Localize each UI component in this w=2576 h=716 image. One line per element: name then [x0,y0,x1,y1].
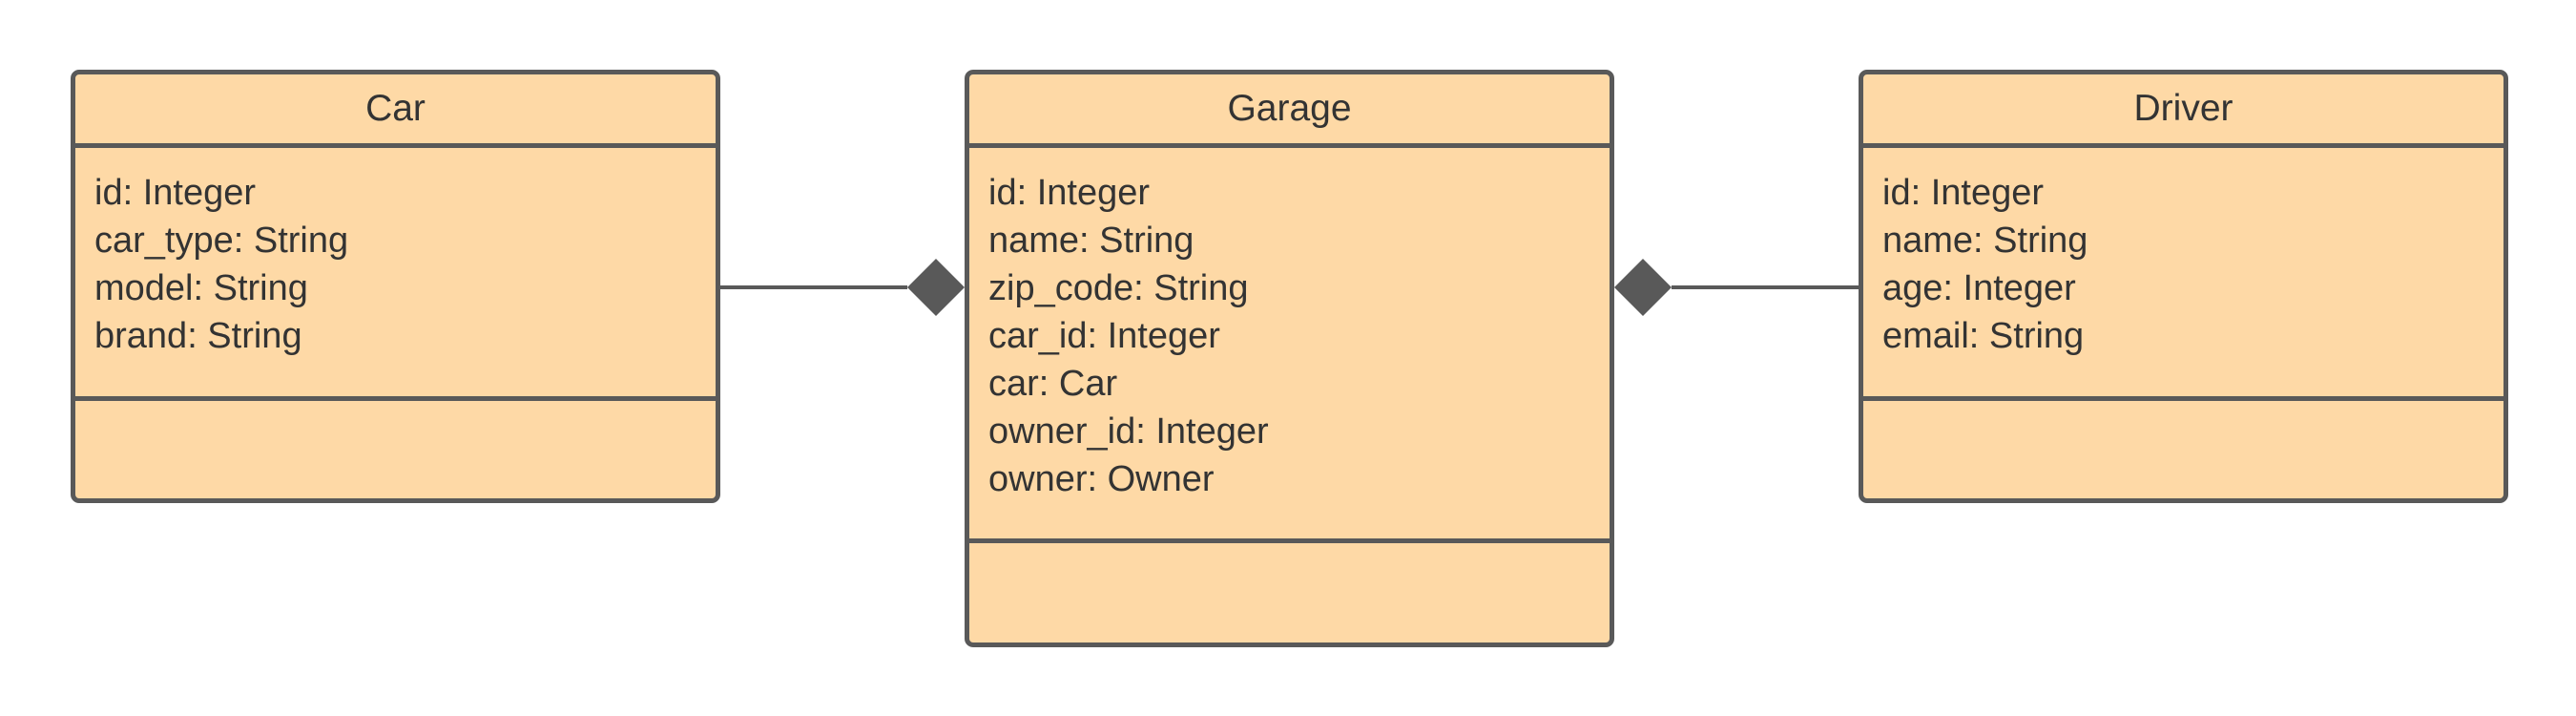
car-attribute: car_type: String [94,221,349,261]
driver-attributes: id: Integer name: String age: Integer em… [1863,148,2503,401]
car-class-box[interactable]: Car id: Integer car_type: String model: … [71,70,720,503]
garage-class-name: Garage [969,74,1610,148]
garage-attribute: name: String [988,221,1195,261]
driver-attribute: age: Integer [1882,268,2076,308]
garage-attribute: car_id: Integer [988,316,1220,356]
car-garage-composition[interactable] [720,259,965,316]
car-attribute: id: Integer [94,173,256,213]
garage-attribute: zip_code: String [988,268,1249,308]
garage-class-box[interactable]: Garage id: Integer name: String zip_code… [965,70,1614,647]
driver-attribute: id: Integer [1882,173,2044,213]
driver-class-name: Driver [1863,74,2503,148]
car-attribute: brand: String [94,316,302,356]
driver-class-box[interactable]: Driver id: Integer name: String age: Int… [1859,70,2508,503]
garage-attribute: owner_id: Integer [988,411,1269,452]
composition-diamond-icon [1614,259,1672,316]
composition-diamond-icon [907,259,965,316]
garage-attributes: id: Integer name: String zip_code: Strin… [969,148,1610,543]
car-class-name: Car [75,74,716,148]
car-attribute: model: String [94,268,308,308]
driver-attribute: email: String [1882,316,2085,356]
garage-attribute: id: Integer [988,173,1150,213]
driver-attribute: name: String [1882,221,2088,261]
garage-attribute: owner: Owner [988,459,1215,499]
driver-garage-composition[interactable] [1614,259,1859,316]
car-attributes: id: Integer car_type: String model: Stri… [75,148,716,401]
garage-attribute: car: Car [988,364,1118,404]
